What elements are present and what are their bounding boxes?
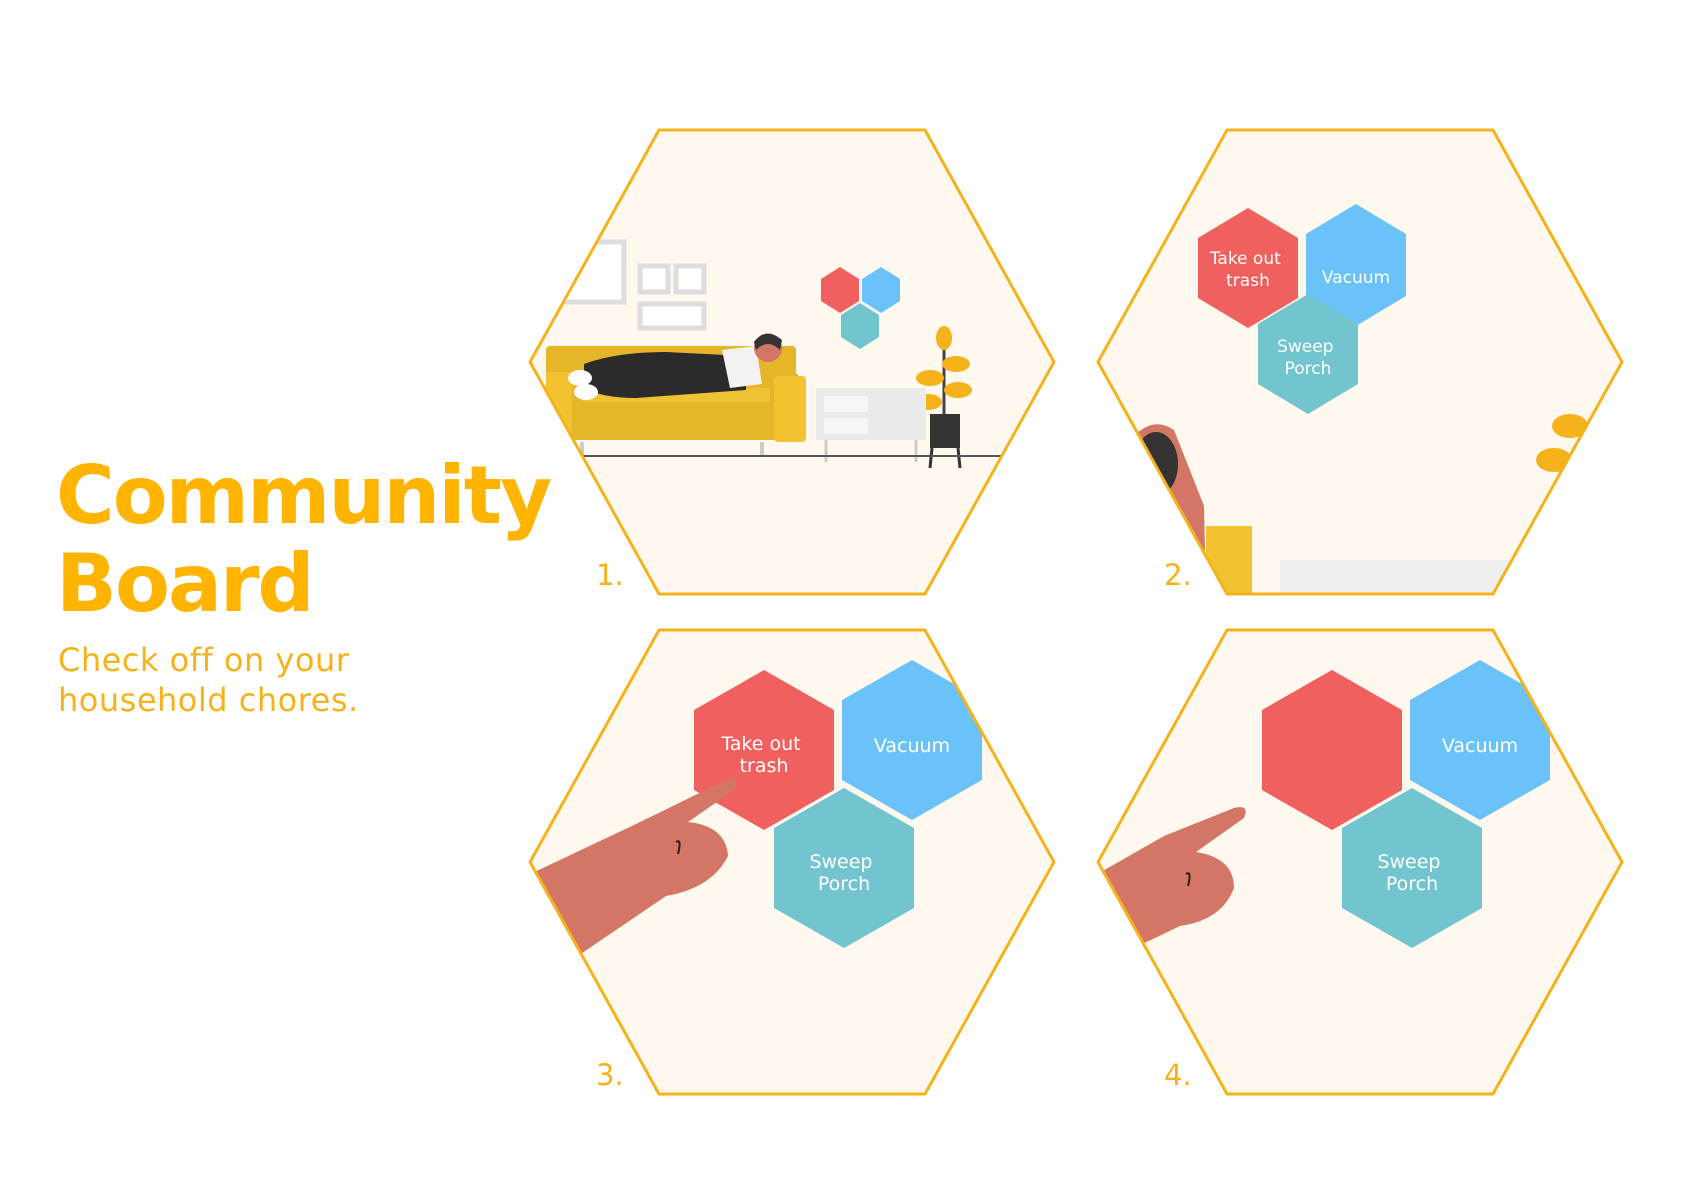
resting-person	[568, 333, 782, 400]
mini-chore-board	[821, 267, 900, 349]
panel-1-border	[528, 128, 1056, 596]
step-panel-1: 1.	[526, 126, 1058, 598]
chore-hex-vacuum[interactable]: Vacuum	[842, 660, 982, 820]
panel-3-scene: Take out trash Vacuum Sweep Porch	[528, 628, 1056, 1096]
chore-board-2: Take out trash Vacuum Sweep Porch	[1198, 204, 1406, 414]
step-number-4: 4.	[1164, 1058, 1192, 1092]
panel-1-scene	[528, 128, 1056, 596]
chore-label-trash-line-2: trash	[740, 755, 789, 777]
svg-text:Take out trash: Take out trash	[1209, 249, 1286, 291]
chore-label-porch: Sweep	[1377, 851, 1440, 873]
panel-3-border	[528, 628, 1056, 1096]
svg-text:Take out trash: Take out trash	[720, 733, 806, 777]
chore-board-3: Take out trash Vacuum Sweep Porch	[694, 660, 982, 948]
page-title: Community Board	[56, 449, 552, 630]
subtitle-line-1: Check off on your	[58, 641, 350, 679]
chore-hex-porch[interactable]: Sweep Porch	[774, 788, 914, 948]
panel-2-background	[1098, 130, 1622, 594]
chore-label-vacuum: Vacuum	[874, 735, 950, 757]
chore-hex-porch[interactable]: Sweep Porch	[1258, 294, 1358, 414]
cabinet-top	[1280, 560, 1510, 594]
chore-label-porch-line-2: Porch	[818, 873, 870, 895]
chore-label-porch-line-2: Porch	[1285, 359, 1332, 379]
pointing-hand	[530, 779, 736, 974]
step-number-2: 2.	[1164, 558, 1192, 592]
step-number-3: 3.	[596, 1058, 624, 1092]
chore-board-4: Vacuum Sweep Porch	[1262, 660, 1550, 948]
step-panel-3: Take out trash Vacuum Sweep Porch 3.	[526, 626, 1058, 1098]
panel-2-border	[1096, 128, 1624, 596]
step-panel-4: Vacuum Sweep Porch 4.	[1094, 626, 1626, 1098]
svg-text:Sweep Porch: Sweep Porch	[1377, 851, 1446, 895]
chore-hex-completed[interactable]	[1262, 670, 1402, 830]
panel-4-scene: Vacuum Sweep Porch	[1096, 628, 1624, 1096]
chore-label-trash: Take out	[720, 733, 800, 755]
title-line-1: Community	[56, 449, 552, 542]
chore-hex-porch[interactable]: Sweep Porch	[1342, 788, 1482, 948]
chore-label-trash-line-2: trash	[1226, 271, 1270, 291]
svg-text:Sweep Porch: Sweep Porch	[809, 851, 878, 895]
chore-label-vacuum: Vacuum	[1442, 735, 1518, 757]
panel-2-scene: Take out trash Vacuum Sweep Porch	[1096, 128, 1624, 596]
step-number-1: 1.	[596, 558, 624, 592]
chore-hex-vacuum[interactable]: Vacuum	[1306, 204, 1406, 326]
panel-4-border	[1096, 628, 1624, 1096]
page-subtitle: Check off on your household chores.	[58, 640, 359, 720]
step-panel-2: Take out trash Vacuum Sweep Porch 2.	[1094, 126, 1626, 598]
chore-label-porch: Sweep	[809, 851, 872, 873]
svg-text:Sweep Porch: Sweep Porch	[1277, 337, 1339, 379]
chore-label-trash: Take out	[1209, 249, 1281, 269]
title-line-2: Board	[56, 537, 315, 630]
chore-label-porch-line-2: Porch	[1386, 873, 1438, 895]
subtitle-line-2: household chores.	[58, 681, 359, 719]
chore-label-vacuum: Vacuum	[1322, 268, 1390, 288]
chore-hex-vacuum[interactable]: Vacuum	[1410, 660, 1550, 820]
side-cabinet	[816, 388, 926, 462]
chore-hex-trash[interactable]: Take out trash	[1198, 208, 1298, 328]
chore-label-porch: Sweep	[1277, 337, 1333, 357]
